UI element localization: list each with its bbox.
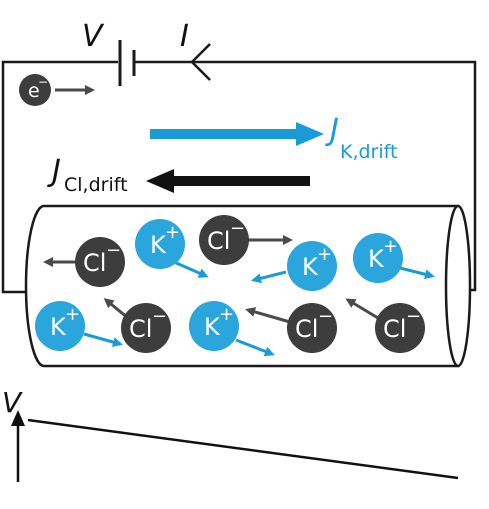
k-ion-label-6: K xyxy=(50,313,67,341)
electron-label: e xyxy=(28,80,40,102)
cl-ion-arrow-10 xyxy=(345,298,379,320)
k-ion-circle-8 xyxy=(189,301,239,351)
current-label: I xyxy=(180,19,189,54)
k-ion-label-4: K xyxy=(302,253,319,281)
potential-plot: V xyxy=(2,386,459,482)
battery-symbol xyxy=(118,40,136,86)
cl-flux-label-main: J xyxy=(47,154,61,189)
k-ion-circle-6 xyxy=(35,301,85,351)
k-ion-circle-4 xyxy=(287,241,337,291)
k-ion-circle-5 xyxy=(353,233,403,283)
potential-axis-label: V xyxy=(2,386,23,419)
k-ion-arrow-6 xyxy=(83,332,123,347)
k-ion-arrow-2 xyxy=(173,260,209,278)
cl-ion-label-7: Cl xyxy=(129,315,152,343)
cl-ion-3: Cl− xyxy=(199,215,293,265)
k-ion-arrow-5 xyxy=(399,266,435,280)
k-ion-charge-4: + xyxy=(317,244,332,265)
electron-circle xyxy=(19,74,51,106)
cl-ion-label-3: Cl xyxy=(207,227,230,255)
k-ion-arrow-4 xyxy=(251,270,287,284)
cl-ion-10: Cl− xyxy=(345,298,425,353)
cl-ion-arrow-9 xyxy=(245,307,291,324)
tube-end xyxy=(444,204,472,368)
k-ion-label-5: K xyxy=(368,245,385,273)
k-ion-8: K+ xyxy=(189,301,275,357)
k-ion-label-2: K xyxy=(150,231,167,259)
k-flux-label: J K,drift xyxy=(325,113,397,163)
cl-flux-label-sub: Cl,drift xyxy=(64,174,128,196)
cl-ion-circle-1 xyxy=(75,237,125,287)
voltage-label: V xyxy=(82,19,105,54)
cl-ion-label-9: Cl xyxy=(295,315,318,343)
current-arrowhead xyxy=(190,43,211,81)
k-ion-label-8: K xyxy=(204,313,221,341)
electron-charge: − xyxy=(38,75,48,89)
ions-layer: Cl−K+Cl−K+K+K+Cl−K+Cl−Cl− xyxy=(35,215,435,357)
cl-ion-arrow-7 xyxy=(103,298,129,320)
k-flux-label-main: J xyxy=(325,113,339,148)
cl-ion-circle-10 xyxy=(375,303,425,353)
cl-flux-arrowhead xyxy=(146,169,174,193)
cl-ion-charge-1: − xyxy=(106,240,121,261)
k-ion-charge-6: + xyxy=(65,304,80,325)
k-ion-2: K+ xyxy=(135,219,209,278)
potential-axis-arrowhead xyxy=(11,410,25,426)
cl-flux-label: J Cl,drift xyxy=(47,154,128,196)
k-ion-arrow-8 xyxy=(235,338,275,357)
k-ion-charge-5: + xyxy=(383,236,398,257)
k-ion-5: K+ xyxy=(353,233,435,283)
cl-ion-charge-9: − xyxy=(318,306,333,327)
k-flux-label-sub: K,drift xyxy=(340,141,397,163)
k-ion-4: K+ xyxy=(251,241,337,291)
cl-ion-charge-3: − xyxy=(230,218,245,239)
k-ion-6: K+ xyxy=(35,301,123,351)
cl-ion-circle-3 xyxy=(199,215,249,265)
cl-ion-1: Cl− xyxy=(43,237,125,287)
electron: e − xyxy=(19,74,51,106)
cl-ion-circle-9 xyxy=(287,303,337,353)
cl-ion-charge-7: − xyxy=(152,306,167,327)
k-ion-charge-2: + xyxy=(165,222,180,243)
potential-line xyxy=(27,418,459,480)
k-ion-circle-2 xyxy=(135,219,185,269)
cl-ion-circle-7 xyxy=(121,303,171,353)
cl-ion-9: Cl− xyxy=(245,303,337,353)
cl-ion-charge-10: − xyxy=(406,306,421,327)
cl-ion-7: Cl− xyxy=(103,298,171,353)
k-flux-arrowhead xyxy=(296,122,324,146)
cl-ion-label-10: Cl xyxy=(383,315,406,343)
cl-ion-label-1: Cl xyxy=(83,249,106,277)
k-ion-charge-8: + xyxy=(219,304,234,325)
